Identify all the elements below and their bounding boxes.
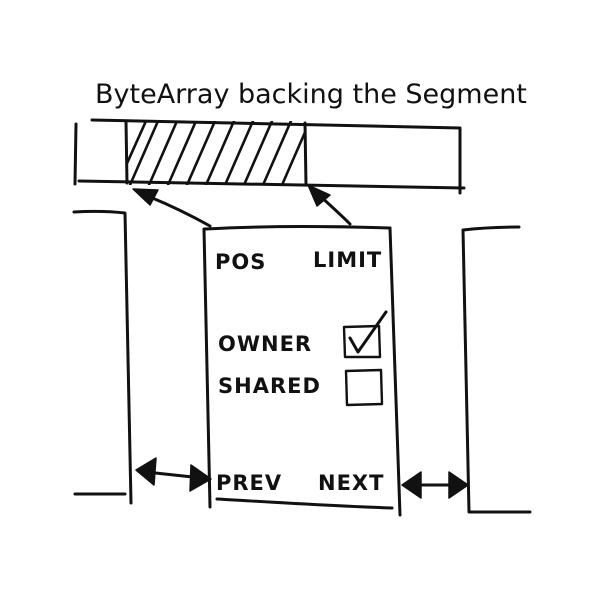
byte-array-top-edge	[90, 118, 462, 130]
owner-label: OWNER	[218, 332, 312, 356]
next-link-left-arrowhead	[401, 471, 422, 499]
pos-pointer-line	[148, 195, 212, 228]
byte-array-bottom-edge	[77, 179, 466, 190]
byte-array-left-edge	[73, 122, 78, 186]
shared-label: SHARED	[218, 374, 321, 398]
prev-link-arrow	[135, 457, 212, 492]
previous-segment-outline	[72, 209, 133, 505]
prev-label: PREV	[216, 471, 282, 495]
limit-arrowhead	[307, 184, 331, 207]
next-link-arrow	[401, 471, 469, 499]
checkmark-icon	[348, 310, 388, 354]
segment-box: POS LIMIT OWNER SHARED PREV NEXT	[202, 225, 402, 517]
shared-checkbox	[344, 368, 384, 407]
prev-link-right-arrowhead	[189, 464, 212, 492]
pos-boundary	[124, 119, 129, 185]
byte-array	[73, 118, 466, 195]
segment-top-edge	[203, 225, 392, 231]
pointer-arrows	[132, 184, 352, 228]
diagram-title: ByteArray backing the Segment	[95, 79, 527, 110]
segment-bottom-edge	[215, 497, 394, 510]
next-segment-outline	[461, 225, 532, 514]
segment-left-edge	[202, 227, 212, 509]
prev-link-left-arrowhead	[135, 457, 157, 486]
limit-boundary	[303, 121, 308, 187]
owner-checkbox	[342, 324, 382, 359]
next-label: NEXT	[318, 471, 384, 495]
pos-arrowhead	[132, 188, 159, 206]
segment-right-edge	[388, 226, 402, 517]
limit-label: LIMIT	[313, 248, 382, 272]
pos-label: POS	[215, 250, 266, 274]
next-link-right-arrowhead	[448, 471, 469, 499]
readable-bytes-hatch	[127, 121, 305, 185]
